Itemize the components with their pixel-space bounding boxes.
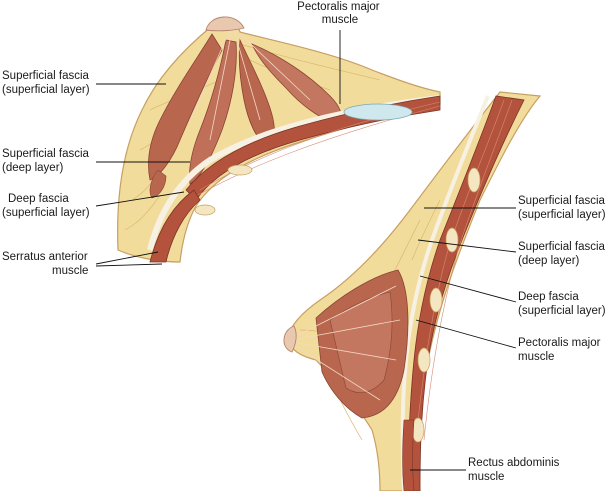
top-nipple [205, 16, 245, 32]
sagittal-deep-fascia-line [400, 95, 490, 491]
leader-left-serratus-2 [95, 263, 163, 267]
top-rib-cartilage [343, 103, 413, 121]
sagittal-glandular-tissue [291, 269, 409, 419]
top-serratus-muscle [149, 189, 201, 263]
sagittal-breast-section [283, 91, 542, 491]
label-right-pectoralis: Pectoralis major muscle [518, 337, 604, 363]
leader-left-deep-fascia [95, 191, 185, 207]
top-breast-section [117, 16, 441, 263]
labels: Pectoralis major muscle Superficial fasc… [2, 1, 608, 483]
label-left-sf-superficial: Superficial fascia (superficial layer) [2, 70, 92, 96]
label-right-sf-deep: Superficial fascia (deep layer) [518, 241, 608, 267]
label-left-sf-deep: Superficial fascia (deep layer) [2, 148, 92, 174]
leader-lines [95, 30, 517, 471]
sagittal-nipple [283, 325, 297, 353]
label-right-deep-fascia: Deep fascia (superficial layer) [518, 291, 606, 317]
top-pectoralis-muscle [185, 95, 441, 201]
label-left-deep-fascia: Deep fascia (superficial layer) [2, 193, 90, 219]
label-right-rectus: Rectus abdominis muscle [468, 457, 563, 483]
label-top-pectoralis: Pectoralis major muscle [297, 1, 383, 26]
label-right-sf-superficial: Superficial fascia (superficial layer) [518, 195, 608, 221]
leader-right-pectoralis [415, 319, 517, 349]
sagittal-rectus-muscle [402, 419, 415, 491]
leader-right-deep-fascia [419, 275, 517, 303]
leader-left-serratus-1 [95, 251, 159, 265]
leader-right-sf-deep [417, 239, 517, 253]
top-glandular-tissue [148, 29, 342, 199]
label-left-serratus: Serratus anterior muscle [2, 251, 91, 277]
